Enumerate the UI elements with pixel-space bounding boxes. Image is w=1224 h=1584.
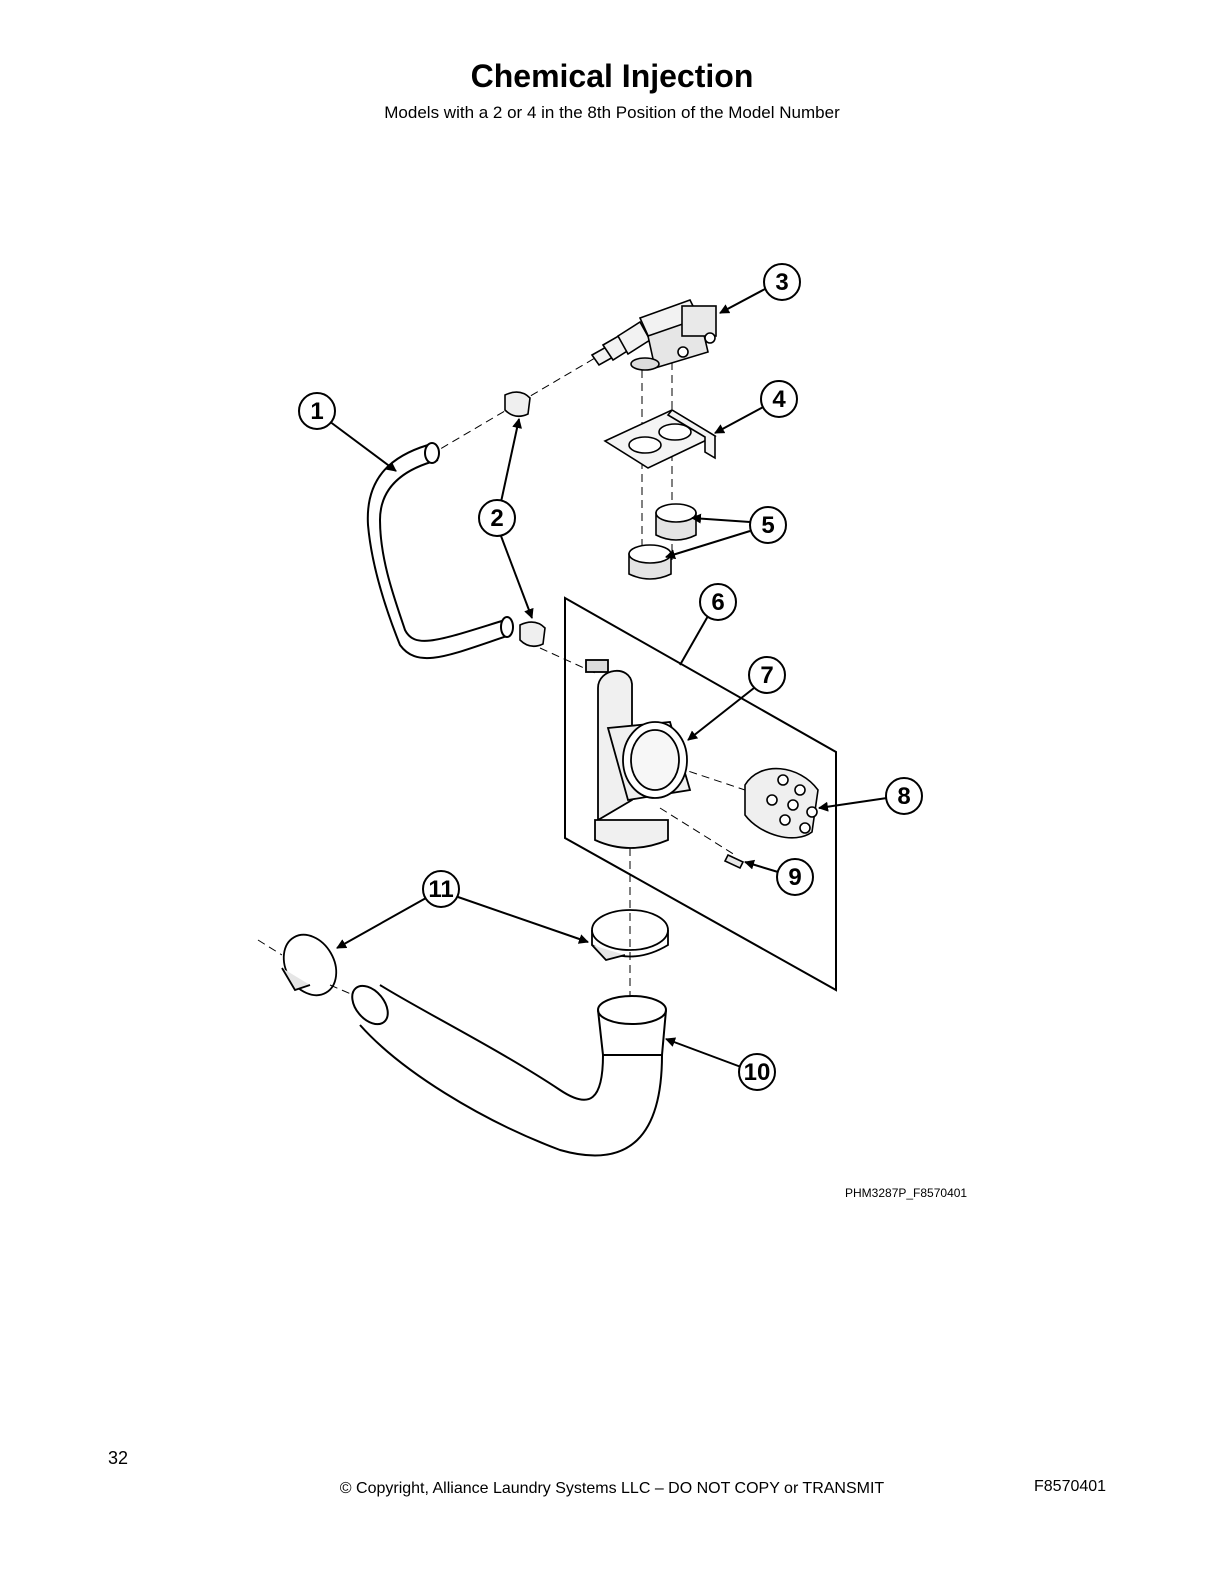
callout-11: 11	[422, 870, 460, 908]
callout-2: 2	[478, 499, 516, 537]
callouts: 1 2 3 4 5 6 7 8	[298, 263, 923, 1091]
callout-10: 10	[738, 1053, 776, 1091]
page-number: 32	[108, 1448, 129, 1468]
callout-5-label: 5	[761, 512, 774, 539]
callout-5: 5	[749, 506, 787, 544]
callout-1: 1	[298, 392, 336, 430]
drawing-code: PHM3287P_F8570401	[845, 1186, 968, 1200]
callout-10-label: 10	[744, 1059, 771, 1086]
callout-11-label: 11	[428, 876, 453, 903]
leader-lines	[328, 288, 888, 1068]
callout-7: 7	[748, 656, 786, 694]
injection-fitting	[585, 659, 692, 849]
callout-4-label: 4	[772, 386, 786, 413]
valve-bracket	[603, 408, 717, 469]
callout-9-label: 9	[788, 864, 801, 891]
callout-7-label: 7	[760, 662, 773, 689]
page-subtitle: Models with a 2 or 4 in the 8th Position…	[384, 103, 840, 122]
hose-clamps	[504, 391, 546, 648]
drain-hose	[351, 984, 667, 1157]
callout-3-label: 3	[775, 269, 788, 296]
large-hose-clamps	[281, 909, 669, 997]
callout-8-label: 8	[897, 783, 910, 810]
document-code: F8570401	[1034, 1478, 1107, 1495]
callout-4: 4	[760, 380, 798, 418]
lock-nuts	[628, 503, 697, 580]
inlet-hose	[366, 442, 514, 659]
callout-1-label: 1	[310, 398, 323, 425]
injection-manifold	[744, 767, 819, 839]
solenoid-valve	[590, 299, 717, 371]
callout-6-label: 6	[711, 589, 724, 616]
copyright-notice: © Copyright, Alliance Laundry Systems LL…	[339, 1480, 885, 1497]
callout-3: 3	[763, 263, 801, 301]
page-title: Chemical Injection	[470, 58, 754, 94]
callout-9: 9	[776, 858, 814, 896]
screw	[723, 853, 745, 870]
callout-6: 6	[699, 583, 737, 621]
callout-2-label: 2	[490, 505, 503, 532]
callout-8: 8	[885, 777, 923, 815]
